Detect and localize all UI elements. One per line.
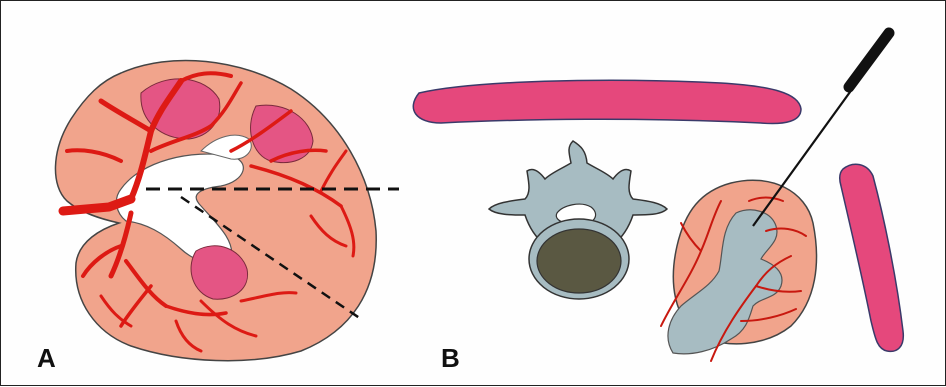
vertebra [489,141,667,299]
kidney-biopsy-b [661,180,817,361]
panel-label-a: A [37,343,56,374]
needle-hub [849,33,889,87]
muscle-band-top [413,80,801,123]
muscle-band-right [840,164,904,351]
vertebral-body-core [537,229,621,293]
panel-label-b: B [441,343,460,374]
kidney-section-a [55,60,399,360]
